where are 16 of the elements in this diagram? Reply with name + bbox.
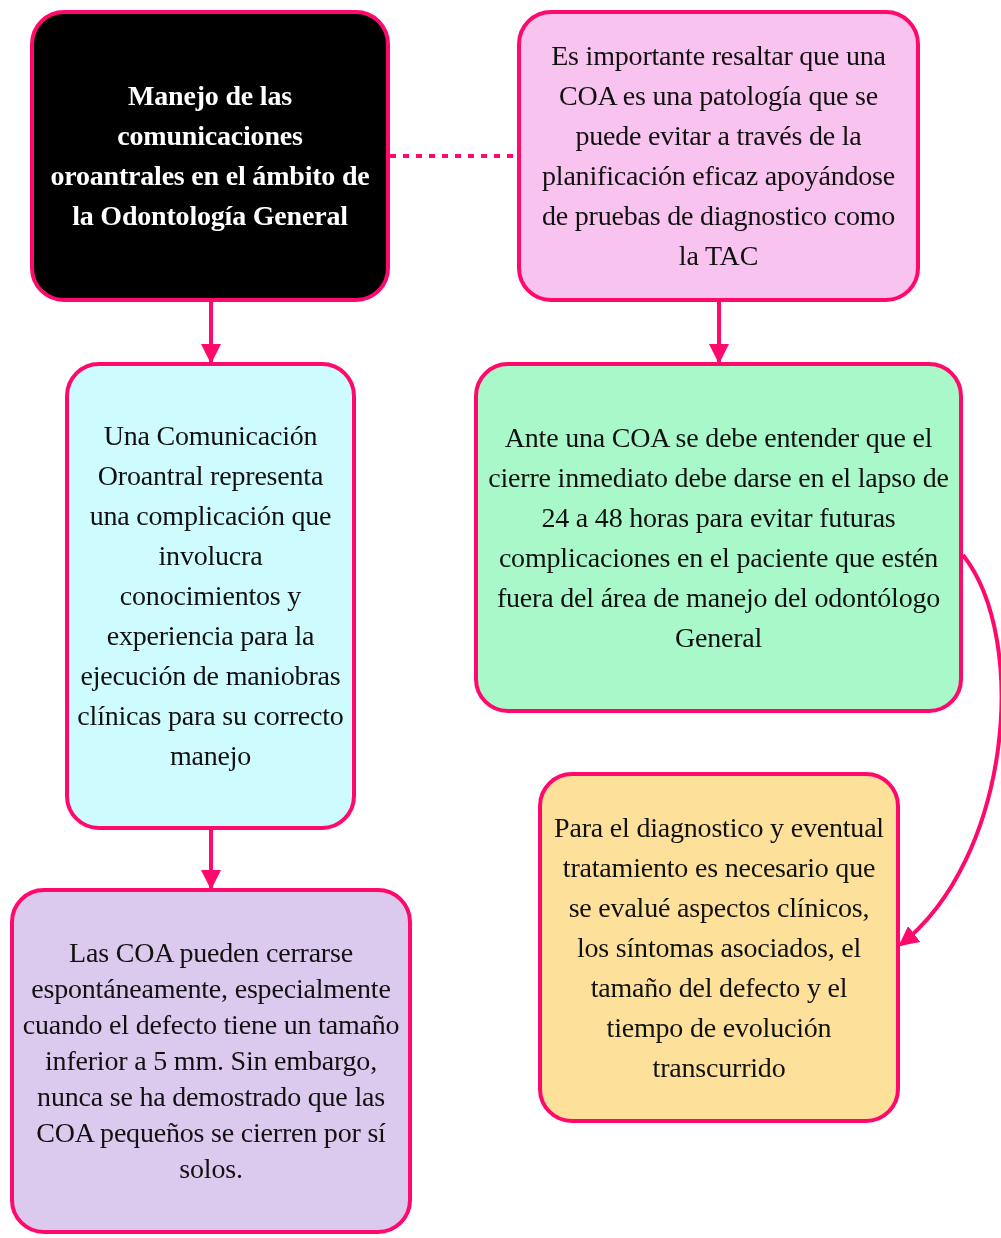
arrow	[201, 830, 221, 890]
box-text: Manejo de las comunicaciones oroantrales en el ámbito de la Odontología General	[50, 79, 370, 233]
box-text: Ante una COA se debe entender que el cierre inmediato debe darse en el lapso de 24 a 48 horas para evitar futuras complicaciones en el paciente que estén fuera del área de manejo del odontólogo General	[487, 420, 950, 655]
box-text: Es importante resaltar que una COA es una patología que se puede evitar a través de la planificación eficaz apoyándose de pruebas de diagnostico como la TAC	[540, 39, 897, 273]
arrow	[201, 302, 221, 364]
rounded-box	[517, 10, 920, 302]
box-text: Las COA pueden cerrarse espontáneamente, especialmente cuando el defecto tiene un tamaño inferior a 5 mm. Sin embargo, nunca se ha demostrado que las COA pequeños se cierren por sí solos.	[22, 936, 400, 1186]
box-text: Para el diagnostico y eventual tratamiento es necesario que se evalué aspectos clínicos, los síntomas asociados, el tamaño del defecto y el tiempo de evolución transcurrido	[553, 810, 885, 1085]
rounded-box	[474, 362, 963, 713]
arrow	[709, 302, 729, 364]
rounded-box	[30, 10, 390, 302]
rounded-box	[10, 888, 412, 1234]
rounded-box	[65, 362, 356, 830]
arrow	[898, 553, 1001, 947]
rounded-box	[538, 772, 900, 1123]
box-text: Una Comunicación Oroantral representa una complicación que involucra conocimientos y experiencia para la ejecución de maniobras clínicas para su correcto manejo	[77, 419, 344, 773]
